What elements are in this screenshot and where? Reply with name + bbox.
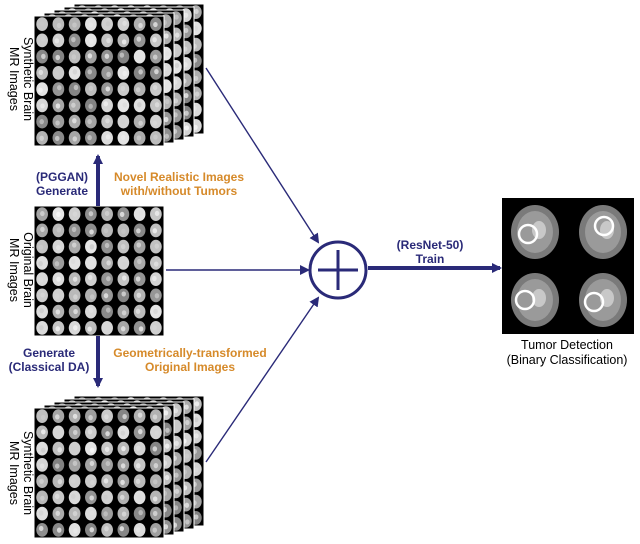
synthetic-image-stack-bottom [33, 395, 205, 539]
synthetic-top-label: Synthetic Brain MR Images [5, 29, 35, 129]
output-label-line1: Tumor Detection [521, 338, 613, 352]
original-image-stack [33, 205, 165, 337]
synthetic-bottom-label: Synthetic Brain MR Images [5, 423, 35, 523]
classical-description-line2: Original Images [144, 360, 236, 374]
pggan-process-label: (PGGAN) Generate [30, 170, 94, 198]
output-label: Tumor Detection (Binary Classification) [494, 338, 640, 368]
tumor-detection-panel [502, 198, 634, 334]
train-label-line2: Train [415, 252, 445, 266]
pggan-description-line2: with/without Tumors [120, 184, 238, 198]
synthetic-bottom-label-line1: Synthetic Brain [21, 430, 35, 516]
classical-process-line1: Generate [22, 346, 76, 360]
circle-plus-icon [308, 240, 368, 300]
top-to-combine-arrow-icon [205, 67, 320, 244]
synthetic-image-stack-top [33, 3, 205, 147]
pggan-process-line2: Generate [35, 184, 89, 198]
classical-process-label: Generate (Classical DA) [2, 346, 96, 374]
pggan-process-line1: (PGGAN) [36, 170, 88, 184]
train-label: (ResNet-50) Train [380, 238, 480, 266]
original-label: Original Brain MR Images [5, 220, 35, 320]
pggan-description-line1: Novel Realistic Images [113, 170, 245, 184]
classical-description-label: Geometrically-transformed Original Image… [100, 346, 280, 374]
synthetic-top-label-line2: MR Images [7, 47, 21, 111]
train-label-line1: (ResNet-50) [396, 238, 464, 252]
synthetic-top-label-line1: Synthetic Brain [21, 36, 35, 122]
output-label-line2: (Binary Classification) [506, 353, 628, 367]
bottom-to-combine-arrow-icon [205, 296, 320, 463]
classical-description-line1: Geometrically-transformed [113, 346, 267, 360]
pggan-description-label: Novel Realistic Images with/without Tumo… [104, 170, 254, 198]
synthetic-bottom-label-line2: MR Images [7, 441, 21, 505]
classical-process-line2: (Classical DA) [8, 360, 90, 374]
original-label-line2: MR Images [7, 238, 21, 302]
original-label-line1: Original Brain [21, 232, 35, 308]
